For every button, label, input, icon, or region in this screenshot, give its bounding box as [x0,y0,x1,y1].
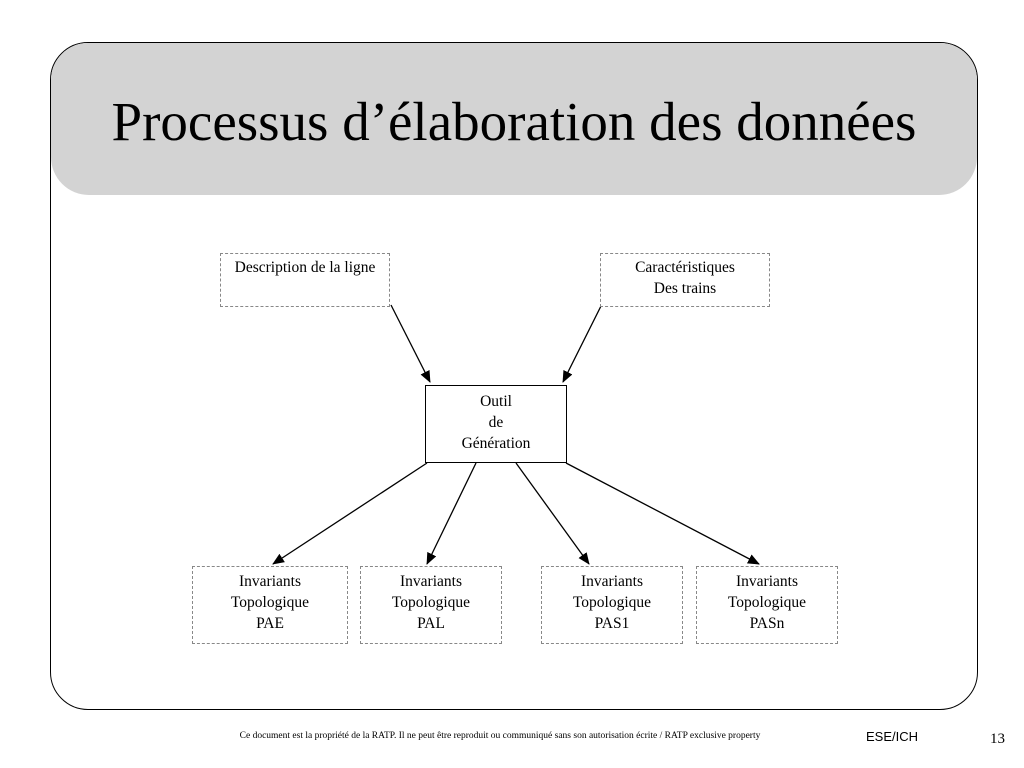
node-invariants-pasn: Invariants Topologique PASn [696,566,838,644]
arrow-caracteristiques-to-outil [562,305,602,383]
title-band: Processus d’élaboration des données [51,43,977,195]
arrow-outil-to-pal [426,462,477,565]
node-outil-generation: Outil de Génération [425,385,567,463]
slide-frame: Processus d’élaboration des données [50,42,978,710]
confidentiality-note: Ce document est la propriété de la RATP.… [239,731,761,741]
arrow-outil-to-pas1 [515,462,590,565]
node-invariants-pas1: Invariants Topologique PAS1 [541,566,683,644]
arrow-outil-to-pae [272,462,428,565]
page-number: 13 [990,731,1005,747]
slide-title: Processus d’élaboration des données [111,91,917,152]
node-invariants-pae: Invariants Topologique PAE [192,566,348,644]
node-caracteristiques-trains: Caractéristiques Des trains [600,253,770,307]
node-invariants-pal: Invariants Topologique PAL [360,566,502,644]
arrow-outil-to-pasn [565,462,760,565]
department-code: ESE/ICH [866,729,919,744]
arrow-description-to-outil [390,304,431,383]
node-description-ligne: Description de la ligne [220,253,390,307]
